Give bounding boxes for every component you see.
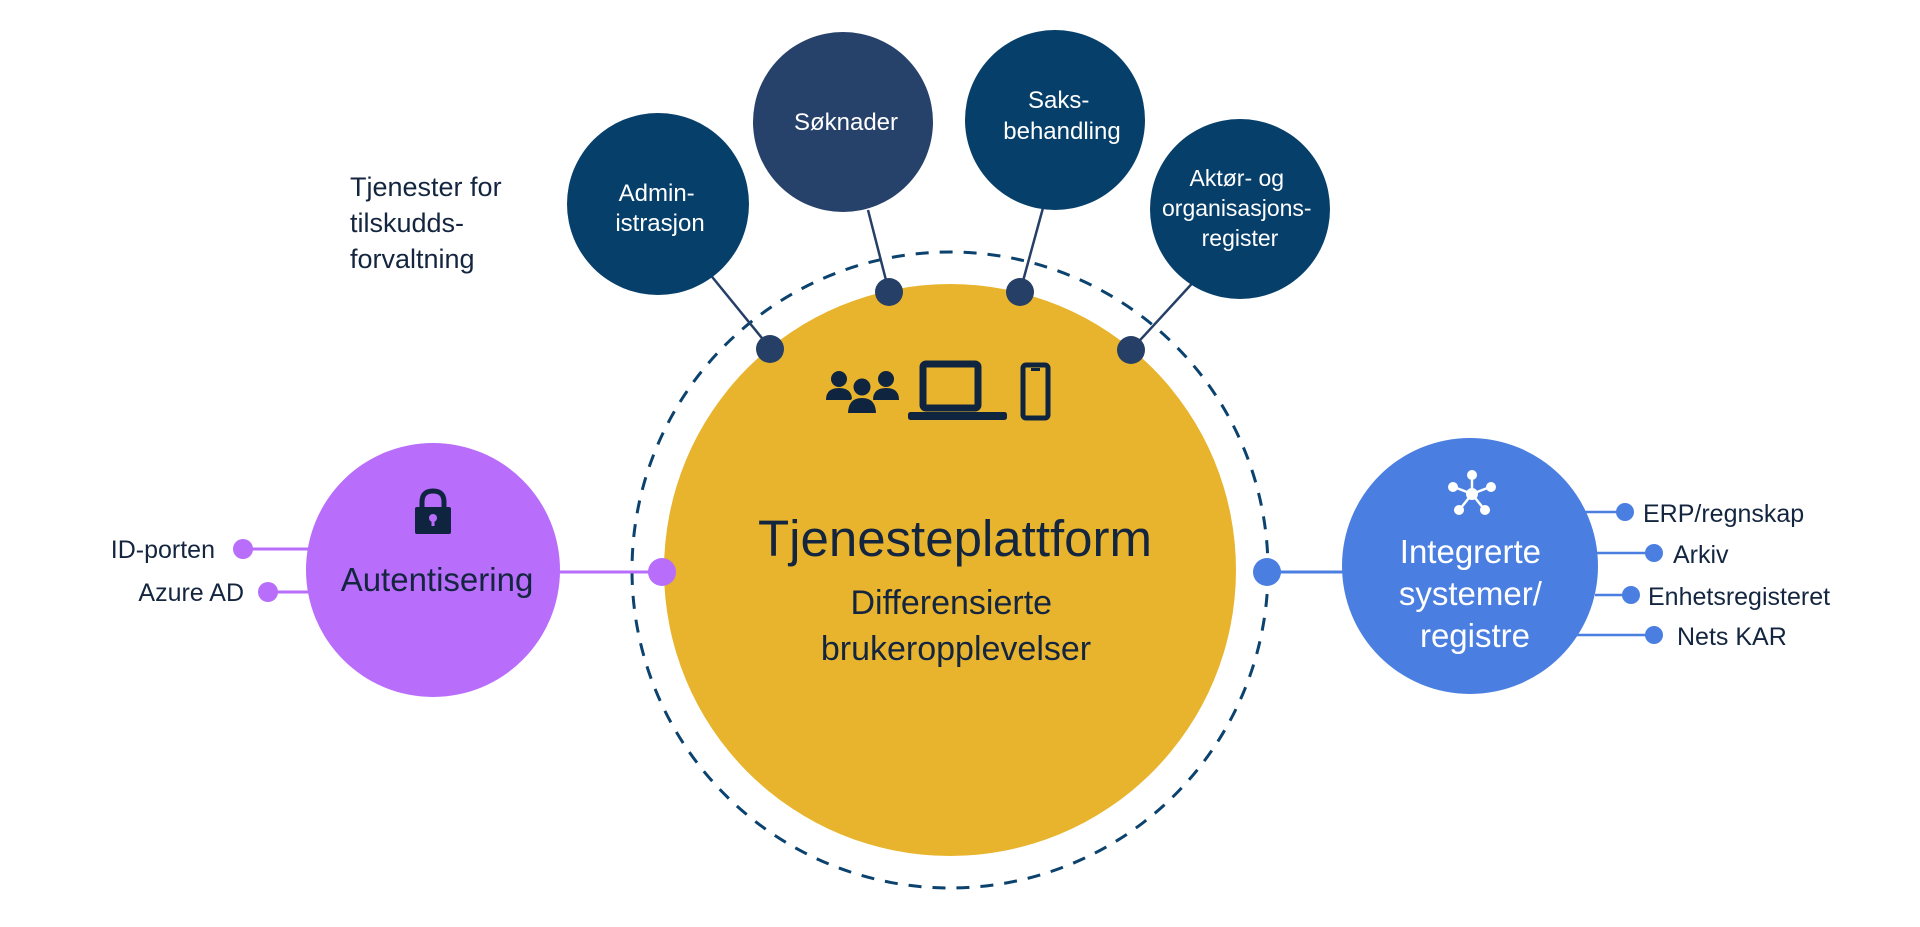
smartphone-icon <box>1020 362 1051 421</box>
side-note-line: tilskudds- <box>350 208 464 238</box>
service-label-line: Aktør- og <box>1190 165 1285 191</box>
connector-dot-aktor-register <box>1117 336 1145 364</box>
connector-dot-soknader <box>875 278 903 306</box>
platform-subtitle: Differensierte brukeropplevelser <box>821 584 1091 668</box>
system-dot-erp <box>1616 503 1634 521</box>
system-label-nets[interactable]: Nets KAR <box>1677 623 1787 651</box>
service-circle[interactable] <box>567 113 749 295</box>
laptop-icon <box>908 360 1007 420</box>
connector-dot-administrasjon <box>756 335 784 363</box>
provider-dot-idporten <box>233 539 253 559</box>
authentication-title: Autentisering <box>341 561 534 598</box>
service-connector-dots <box>756 278 1145 364</box>
lock-icon <box>415 488 451 534</box>
svg-text:Saks- behandling: Saks- behandling <box>1003 87 1120 145</box>
integration-connector-dot <box>1253 558 1281 586</box>
service-label-line: organisasjons- <box>1162 195 1312 221</box>
platform-circle[interactable] <box>664 284 1236 856</box>
platform-title: Tjenesteplattform <box>758 510 1152 567</box>
integrations-title-line: systemer/ <box>1399 575 1543 612</box>
service-circle[interactable] <box>1150 119 1330 299</box>
connector-soknader <box>866 209 891 293</box>
authentication-group: Autentisering ID-porten Azure AD <box>111 443 676 697</box>
service-label-line: Admin- <box>619 180 695 207</box>
users-group-icon <box>826 371 899 415</box>
service-soknader[interactable]: Søknader <box>753 32 933 212</box>
system-label-erp[interactable]: ERP/regnskap <box>1643 500 1804 528</box>
system-dot-arkiv <box>1645 544 1663 562</box>
provider-dot-azure <box>258 582 278 602</box>
service-saksbehandling[interactable]: Saks- behandling <box>965 30 1145 210</box>
auth-connector-dot <box>648 558 676 586</box>
integrations-title-line: Integrerte <box>1400 533 1541 570</box>
provider-label-idporten[interactable]: ID-porten <box>111 536 215 564</box>
authentication-circle[interactable] <box>306 443 560 697</box>
integrations-title: Integrerte systemer/ registre <box>1399 533 1551 654</box>
svg-text:Admin- istrasjon: Admin- istrasjon <box>615 180 704 237</box>
service-circle[interactable] <box>965 30 1145 210</box>
side-note-line: Tjenester for <box>350 172 502 202</box>
service-label-line: register <box>1202 225 1279 251</box>
integrations-group: Integrerte systemer/ registre ERP/regnsk… <box>1253 438 1830 694</box>
network-hub-icon <box>1448 470 1496 515</box>
system-dot-enhetsregisteret <box>1622 586 1640 604</box>
svg-text:Aktør- og organisasjons-: Aktør- og organisasjons- register <box>1162 165 1318 251</box>
system-label-arkiv[interactable]: Arkiv <box>1673 541 1729 569</box>
platform-subtitle-line: brukeropplevelser <box>821 630 1091 668</box>
svg-text:Søknader: Søknader <box>794 109 898 136</box>
system-dot-nets <box>1645 626 1663 644</box>
system-label-enhetsregisteret[interactable]: Enhetsregisteret <box>1648 583 1830 611</box>
side-note-line: forvaltning <box>350 244 475 274</box>
service-label-line: istrasjon <box>615 210 704 237</box>
provider-label-azure[interactable]: Azure AD <box>138 579 244 607</box>
service-label-line: Saks- <box>1028 87 1089 114</box>
service-circle[interactable] <box>753 32 933 212</box>
service-aktor-register[interactable]: Aktør- og organisasjons- register <box>1150 119 1330 299</box>
side-note: Tjenester for tilskudds- forvaltning <box>350 172 509 274</box>
integrations-circle[interactable] <box>1342 438 1598 694</box>
platform-subtitle-line: Differensierte <box>850 584 1052 622</box>
service-label-line: Søknader <box>794 109 898 136</box>
service-administrasjon[interactable]: Admin- istrasjon <box>567 113 749 295</box>
service-label-line: behandling <box>1003 118 1120 145</box>
connector-dot-saksbehandling <box>1006 278 1034 306</box>
integrations-title-line: registre <box>1420 617 1530 654</box>
connector-aktor-register <box>1130 276 1199 351</box>
